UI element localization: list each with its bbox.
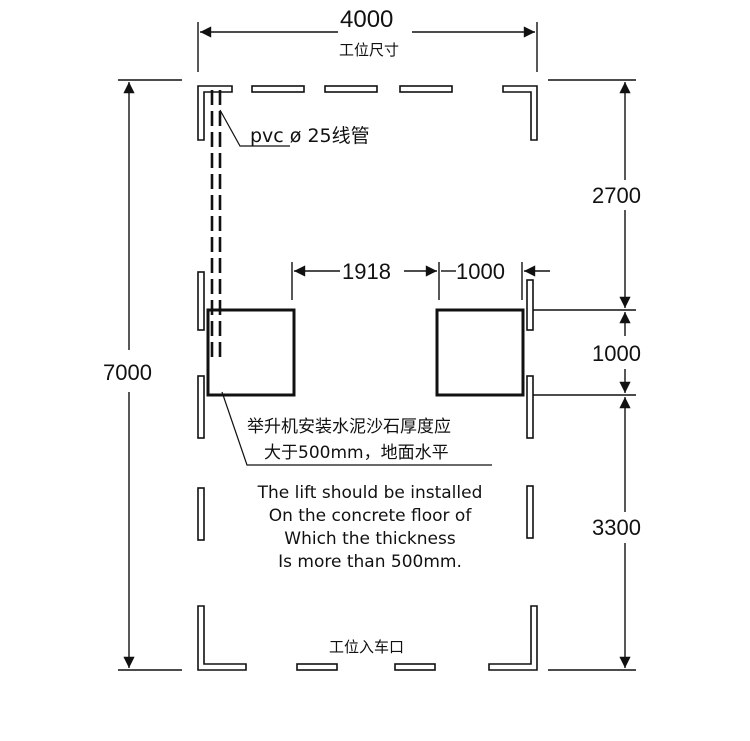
install-note-cn-line-1: 举升机安装水泥沙石厚度应: [247, 417, 451, 437]
lift-post-left: [206, 308, 296, 397]
front-gap-value: 2700: [592, 183, 641, 208]
post-depth-value: 1000: [592, 341, 641, 366]
bay-top-edge-dashes: [251, 85, 453, 93]
corner-top-left: [197, 85, 233, 141]
width-caption: 工位尺寸: [339, 41, 400, 59]
pvc-conduit: [210, 90, 222, 358]
conduit-label: pvc ø 25线管: [250, 125, 370, 147]
dimension-width-total: [197, 22, 538, 72]
bay-bottom-edge-dashes: [296, 663, 436, 671]
length-total-value: 7000: [103, 360, 152, 385]
dimension-post-width: [521, 262, 550, 300]
install-note-en-line-1: The lift should be installed: [257, 483, 483, 503]
install-note-en-line-2: On the concrete floor of: [268, 506, 472, 526]
dimension-post-spacing: [291, 262, 456, 300]
dimension-length-total: [118, 79, 182, 671]
install-note-en-line-4: Is more than 500mm.: [278, 552, 462, 572]
corner-bottom-left: [197, 605, 247, 671]
install-note-en-line-3: Which the thickness: [284, 529, 456, 549]
corner-bottom-right: [488, 605, 538, 671]
install-note-en: The lift should be installed On the conc…: [232, 482, 508, 574]
dimension-right-chain: [533, 79, 636, 671]
bay-right-edge-dashes: [526, 279, 534, 539]
bay-outline: [197, 85, 538, 671]
width-total-value: 4000: [340, 6, 394, 33]
post-spacing-value: 1918: [342, 259, 391, 284]
conduit-leader-line: [219, 109, 290, 147]
entrance-label: 工位入车口: [329, 638, 405, 656]
lift-post-right: [435, 308, 525, 397]
post-width-value: 1000: [456, 259, 505, 284]
rear-gap-value: 3300: [592, 515, 641, 540]
install-note-cn-line-2: 大于500mm，地面水平: [264, 443, 449, 463]
bay-left-edge-dashes: [197, 271, 205, 541]
corner-top-right: [502, 85, 538, 141]
note-leader-line: [221, 391, 492, 466]
